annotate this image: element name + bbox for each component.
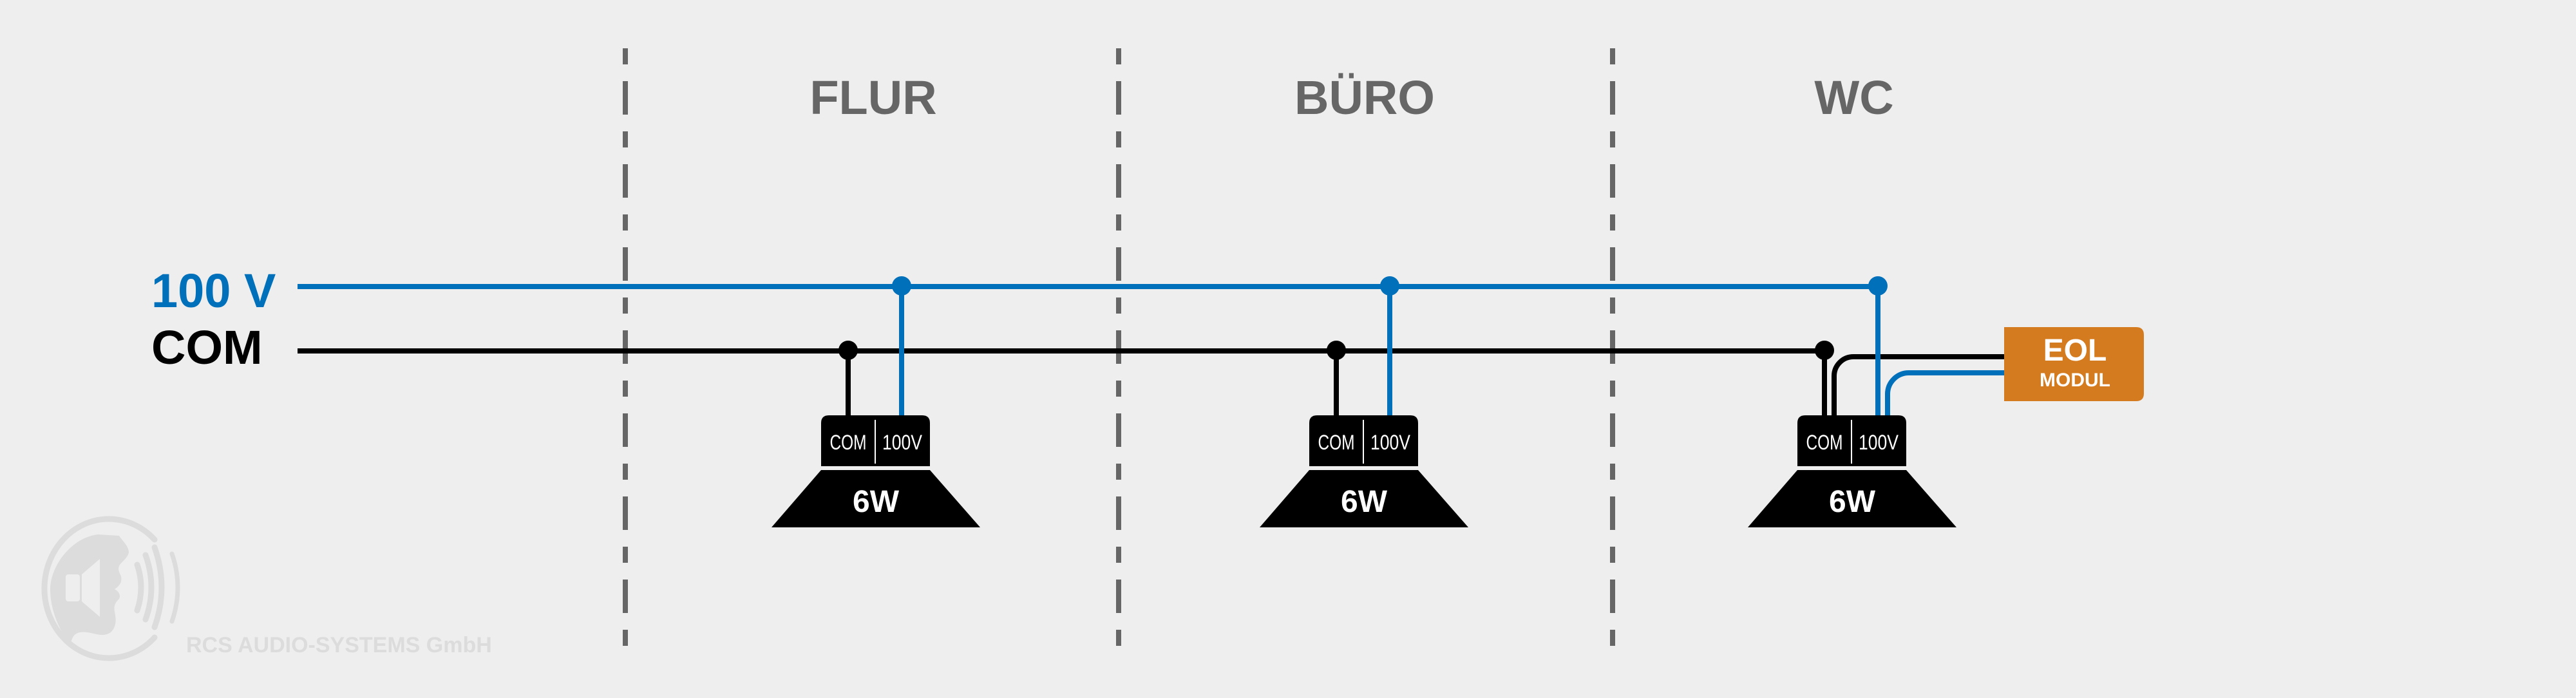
eol-module-subtitle: MODUL [2040, 370, 2110, 391]
company-name: RCS AUDIO-SYSTEMS GmbH [186, 633, 492, 657]
com-junction-dot [1815, 341, 1834, 360]
com-junction-dot [1327, 341, 1346, 360]
speaker-power-label: 6W [1341, 485, 1388, 519]
100v-junction-dot [892, 276, 911, 296]
eol-module: EOL MODUL [2004, 327, 2144, 401]
100v-junction-dot [1380, 276, 1399, 296]
terminal-label-100v: 100V [1859, 431, 1899, 454]
terminal-label-com: COM [1318, 431, 1355, 454]
zone-title-buero: BÜRO [1294, 71, 1435, 124]
terminal-label-com: COM [1806, 431, 1843, 454]
speaker-cone [772, 470, 980, 527]
speaker: COM 100V 6W [1260, 276, 1468, 527]
terminal-label-100v: 100V [1370, 431, 1411, 454]
100v-junction-dot [1868, 276, 1888, 296]
speaker-power-label: 6W [1829, 485, 1876, 519]
eol-module-title: EOL [2043, 334, 2107, 368]
speaker-power-label: 6W [853, 485, 900, 519]
bus-label-100v: 100 V [151, 264, 276, 317]
speaker-cone [1748, 470, 1956, 527]
speaker-head-sound-waves-icon [41, 516, 180, 661]
bus-label-com: COM [151, 321, 263, 374]
com-junction-dot [838, 341, 858, 360]
terminal-label-100v: 100V [882, 431, 923, 454]
zone-title-wc: WC [1814, 71, 1893, 124]
zone-title-flur: FLUR [810, 71, 936, 124]
speakers: COM 100V 6W COM 100V 6W COM 100V 6W [772, 276, 1956, 527]
terminal-label-com: COM [830, 431, 867, 454]
speaker: COM 100V 6W [772, 276, 980, 527]
eol-module-box [2004, 327, 2144, 401]
company-logo: RCS AUDIO-SYSTEMS GmbH [41, 516, 492, 661]
eol-wire-100v [1885, 370, 2004, 415]
eol-wire-com [1832, 354, 2004, 415]
speaker: COM 100V 6W [1748, 276, 1956, 527]
speaker-cone [1260, 470, 1468, 527]
